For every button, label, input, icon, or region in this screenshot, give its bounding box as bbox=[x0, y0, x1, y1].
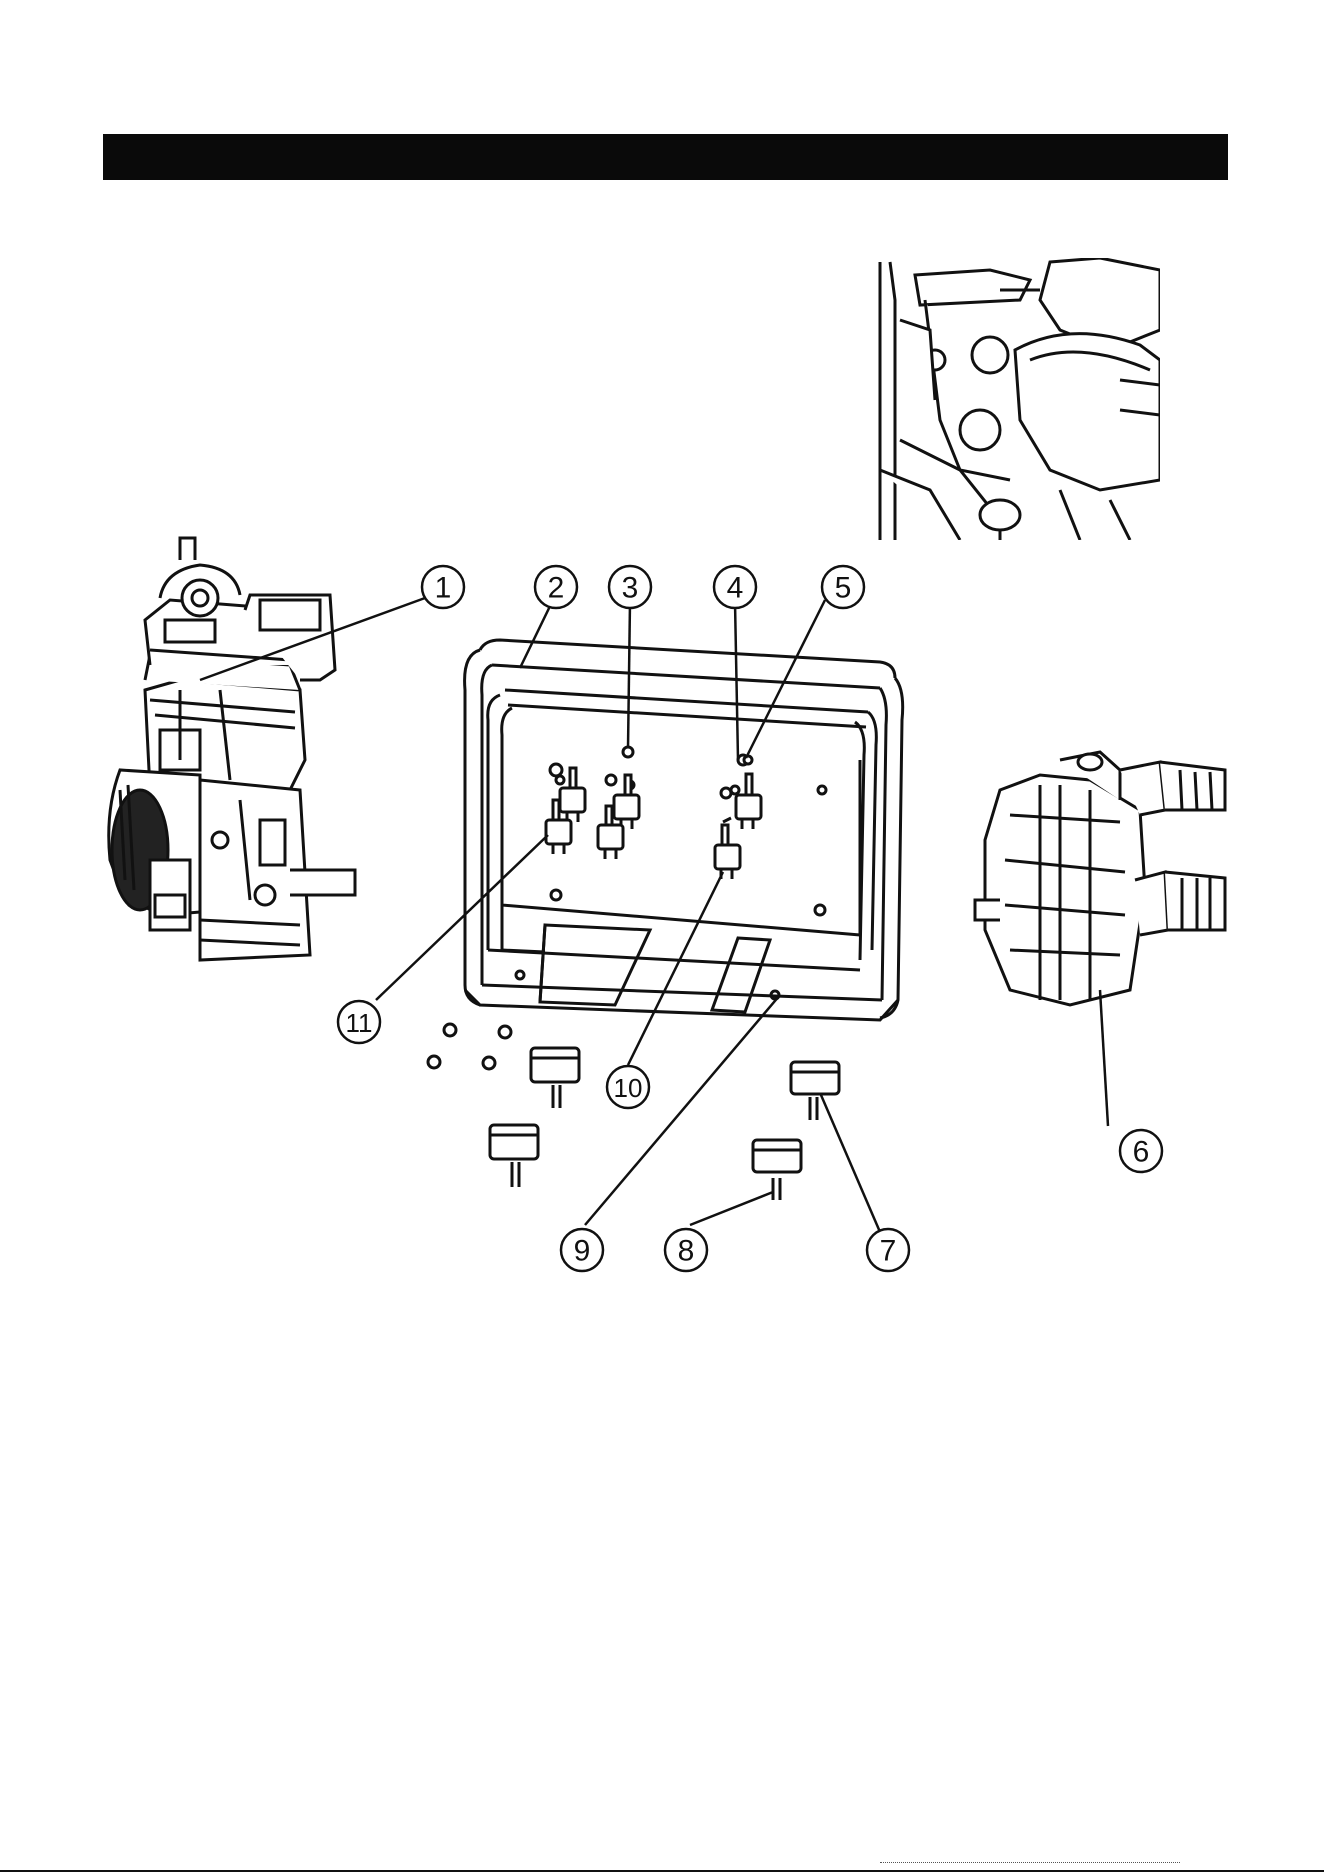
callout-number-8: 8 bbox=[678, 1235, 695, 1268]
callout-number-2: 2 bbox=[548, 572, 565, 605]
callout-number-9: 9 bbox=[574, 1235, 591, 1268]
leader-lines bbox=[200, 598, 1108, 1232]
mount-e bbox=[721, 755, 761, 829]
callout-number-7: 7 bbox=[880, 1235, 897, 1268]
frame-illustration bbox=[465, 640, 903, 1020]
hardware-illustration bbox=[428, 1024, 839, 1200]
callout-number-5: 5 bbox=[835, 572, 852, 605]
callout-number-11: 11 bbox=[346, 1008, 373, 1038]
detail-inset-illustration bbox=[877, 258, 1160, 540]
callout-number-3: 3 bbox=[622, 572, 639, 605]
callout-number-10: 10 bbox=[614, 1073, 643, 1103]
engine-illustration bbox=[109, 538, 355, 960]
rubber-mounts-illustration bbox=[546, 747, 761, 879]
footer-dotted-rule bbox=[880, 1862, 1180, 1869]
mount-f bbox=[715, 825, 740, 879]
pump-illustration bbox=[975, 752, 1225, 1005]
callout-number-1: 1 bbox=[435, 572, 452, 605]
callout-number-4: 4 bbox=[727, 572, 744, 605]
callout-number-6: 6 bbox=[1133, 1136, 1150, 1169]
